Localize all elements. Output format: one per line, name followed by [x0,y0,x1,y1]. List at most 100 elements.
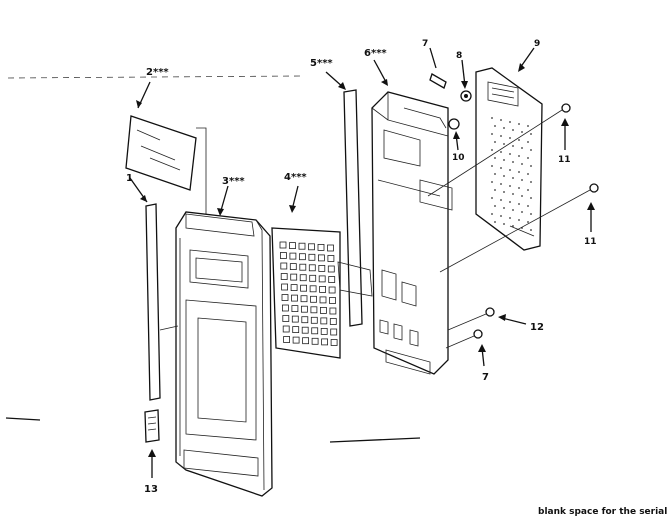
keypad-key [298,242,306,250]
board-solder-dot [500,119,502,121]
board-solder-dot [503,159,505,161]
board-solder-dot [518,187,520,189]
board-solder-dot [509,121,511,123]
board-solder-dot [500,135,502,137]
board-solder-dot [494,141,496,143]
keypad-key [327,255,335,262]
board-solder-dot [494,157,496,159]
guide-line-top [7,75,301,79]
keypad-key [291,305,299,313]
board-solder-dot [521,179,523,181]
keypad-key [289,263,297,271]
part-control-chassis [371,91,453,375]
board-solder-dot [509,169,511,171]
keypad-key [327,244,334,252]
keypad-key [308,243,315,251]
arrow-4 [289,205,296,213]
keypad-key [290,284,298,292]
keypad-key [310,306,318,314]
part-window-glass [125,115,197,191]
board-solder-dot [503,127,505,129]
board-solder-dot [518,219,520,221]
callout-2: 2*** [146,67,169,78]
keypad-key [301,326,309,334]
callout-10: 10 [452,153,465,163]
keypad-key [330,339,338,346]
keypad-key [301,316,309,324]
keypad-key [281,304,289,312]
arrow-12 [498,314,506,321]
keypad-key [299,263,307,271]
arrow-8 [461,81,468,89]
keypad-key [320,327,328,335]
board-solder-dot [512,177,514,179]
arrow-11-lower [587,202,595,210]
arrow-2 [136,100,142,108]
board-solder-dot [509,185,511,187]
board-solder-dot [530,149,532,151]
keypad-key [309,285,317,293]
keypad-key [299,274,307,282]
keypad-key [290,273,298,281]
part-washer [448,118,460,130]
callout-12: 12 [530,322,544,333]
board-solder-dot [521,131,523,133]
leader-6 [373,59,387,83]
board-solder-dot [521,195,523,197]
keypad-key [282,315,290,322]
keypad-key [292,326,300,334]
part-ribbon-strip [337,89,373,327]
board-solder-dot [494,173,496,175]
keypad-key [309,274,317,282]
board-solder-dot [509,217,511,219]
keypad-key [279,252,287,259]
part-screw-top [429,73,447,89]
board-solder-dot [518,171,520,173]
arrow-5 [338,82,346,90]
keypad-key [280,273,288,280]
keypad-key [320,317,328,325]
board-solder-dot [491,197,493,199]
keypad-key [318,275,326,283]
part-circuit-board [475,67,543,251]
board-solder-dot [512,209,514,211]
board-solder-dot [509,153,511,155]
keypad-key [291,294,298,302]
keypad-key [329,318,337,325]
board-solder-dot [527,189,529,191]
board-solder-dot [521,147,523,149]
board-solder-dot [491,117,493,119]
keypad-key [329,307,337,315]
callout-11-lower: 11 [584,237,597,247]
board-solder-dot [491,213,493,215]
arrow-1 [140,195,147,202]
board-solder-dot [518,203,520,205]
keypad-key [281,283,289,291]
board-solder-dot [500,183,502,185]
part-keypad [271,227,341,359]
keypad-key [327,265,335,273]
keypad-key [329,297,336,304]
board-solder-dot [530,165,532,167]
board-solder-dot [527,205,529,207]
keypad-key [308,264,316,272]
keypad-key [289,252,297,260]
board-solder-dot [527,125,529,127]
part-screw-bottom [445,329,483,349]
keypad-key [292,336,300,344]
arrow-9 [518,63,525,72]
board-solder-dot [518,155,520,157]
board-solder-dot [530,229,532,231]
board-solder-dot [494,221,496,223]
part-screw-upper [427,103,571,197]
callout-9: 9 [534,39,540,49]
arrow-3 [217,208,224,216]
board-solder-dot [494,125,496,127]
board-solder-dot [527,157,529,159]
callout-1: 1 [126,173,133,184]
board-solder-dot [491,181,493,183]
board-solder-dot [503,207,505,209]
keypad-key [282,325,290,333]
leader-2-guide [196,127,207,226]
